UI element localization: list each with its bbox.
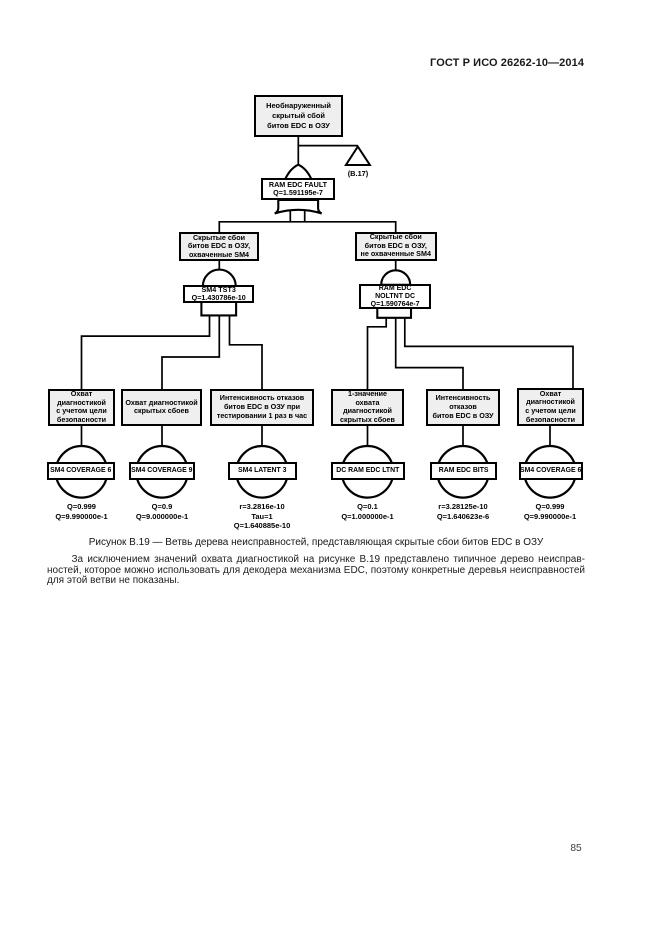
gate-name: SM4 TST3 (201, 284, 236, 294)
event-values: Q=0.999 Q=9.990000e-1 (490, 502, 610, 521)
event-value-line: Q=1.640623e-6 (436, 511, 490, 521)
event-label: SM4 LATENT 3 (238, 466, 287, 474)
branch-desc-line: охваченные SM4 (188, 249, 250, 259)
event-desc-box: Интенсивность отказов битов EDC в ОЗУ пр… (210, 388, 314, 426)
event-desc-line: с учетом цели (525, 406, 576, 415)
gate-ram-edc-fault-box: RAM EDC FAULT Q=1.591195e-7 (261, 178, 335, 201)
branch-desc-line: Скрытые сбои (192, 232, 246, 242)
running-header: ГОСТ Р ИСО 26262-10—2014 (430, 57, 585, 69)
gate-name: RAM EDC (378, 285, 412, 292)
event-desc-line: тестировании 1 раз в час (216, 410, 308, 420)
event-label: DC RAM EDC LTNT (336, 466, 400, 474)
event-value-line: Q=0.999 (535, 502, 565, 511)
event-desc-line: Охват диагностикой (125, 397, 198, 407)
transfer-triangle-icon (344, 144, 372, 166)
top-event-line: Необнаруженный (266, 101, 331, 110)
event-desc-line: Интенсивность (435, 393, 491, 403)
branch-desc-line: Скрытые сбои (369, 232, 422, 242)
event-label-box: SM4 LATENT 3 (227, 462, 297, 481)
connector-lines (80, 137, 574, 446)
event-value-line: Q=0.1 (357, 502, 378, 511)
event-desc-line: скрытых сбоев (340, 414, 395, 424)
and-gate-left-symbol (200, 268, 238, 317)
event-desc-line: диагностикой (57, 397, 106, 407)
gate-name: NOLTNT DC (375, 292, 416, 300)
gate-q-value: Q=1.590764e-7 (370, 300, 420, 308)
event-values: Q=0.999 Q=9.990000e-1 (22, 502, 142, 521)
and-gate-right-symbol (376, 269, 413, 319)
event-desc-line: с учетом цели (56, 406, 107, 416)
figure-caption: Рисунок В.19 — Ветвь дерева неисправност… (88, 536, 544, 548)
event-label: SM4 COVERAGE 6 (50, 466, 112, 474)
event-desc-line: битов EDC в ОЗУ (432, 410, 494, 420)
event-value-line: Tau=1 (251, 511, 273, 521)
event-label: SM4 COVERAGE 6 (520, 466, 582, 474)
gate-ram-edc-noltnt-dc-box: RAM EDC NOLTNT DC Q=1.590764e-7 (359, 284, 431, 310)
branch-uncovered-box: Скрытые сбои битов EDC в ОЗУ, не охвачен… (354, 231, 437, 261)
body-paragraph-line: для этой ветви не показаны. (47, 575, 180, 587)
event-label: RAM EDC BITS (438, 466, 489, 474)
transfer-reference-label: (В.17) (347, 168, 369, 178)
event-values: r=3.2816e-10 Tau=1 Q=1.640885e-10 (202, 502, 322, 531)
event-desc-box: Охват диагностикой с учетом цели безопас… (48, 388, 115, 426)
event-desc-line: безопасности (525, 414, 576, 424)
event-desc-box: Охват диагностикой скрытых сбоев (121, 388, 202, 426)
event-desc-line: Интенсивность отказов (219, 393, 305, 403)
event-desc-line: 1-значение (347, 389, 388, 399)
branch-desc-line: не охваченные SM4 (360, 249, 431, 259)
event-values: r=3.28125e-10 Q=1.640623e-6 (403, 502, 523, 521)
event-label-box: SM4 COVERAGE 6 (47, 462, 115, 481)
event-value-line: Q=1.000000e-1 (341, 511, 394, 521)
event-value-line: Q=9.000000e-1 (135, 511, 189, 521)
event-desc-line: охвата (355, 397, 380, 407)
body-paragraph-line: ностей, которое можно использовать для д… (47, 564, 585, 576)
gate-q-value: Q=1.430786e-10 (191, 293, 246, 303)
event-value-line: Q=9.990000e-1 (523, 511, 577, 521)
event-desc-line: Охват (70, 389, 93, 399)
event-desc-line: безопасности (56, 414, 107, 424)
event-desc-line: Охват (539, 388, 562, 398)
event-value-line: Q=0.999 (67, 502, 96, 511)
event-desc-line: диагностикой (343, 406, 392, 416)
event-label-box: RAM EDC BITS (430, 462, 497, 481)
branch-desc-line: битов EDC в ОЗУ, (364, 240, 427, 250)
event-desc-line: битов EDC в ОЗУ при (223, 401, 301, 411)
event-value-line: r=3.28125e-10 (438, 502, 488, 511)
event-value-line: Q=1.640885e-10 (233, 521, 291, 531)
event-value-line: Q=9.990000e-1 (55, 511, 108, 521)
event-desc-box: 1-значение охвата диагностикой скрытых с… (331, 388, 404, 426)
top-event-box: Необнаруженный скрытый сбой битов EDC в … (254, 95, 343, 137)
event-desc-line: диагностикой (526, 397, 575, 407)
branch-desc-line: битов EDC в ОЗУ, (187, 241, 251, 251)
event-label-box: DC RAM EDC LTNT (331, 462, 405, 481)
or-gate-symbol (274, 163, 323, 215)
event-desc-box: Охват диагностикой с учетом цели безопас… (517, 388, 584, 426)
event-desc-line: скрытых сбоев (134, 406, 189, 416)
gate-name: RAM EDC FAULT (268, 179, 328, 189)
event-value-line: r=3.2816e-10 (239, 502, 285, 511)
gate-q-value: Q=1.591195e-7 (273, 188, 323, 198)
branch-covered-box: Скрытые сбои битов EDC в ОЗУ, охваченные… (179, 232, 259, 261)
event-desc-line: отказов (449, 401, 477, 411)
top-event-line: битов EDC в ОЗУ (267, 121, 330, 130)
event-values: Q=0.1 Q=1.000000e-1 (308, 502, 428, 521)
page-number: 85 (570, 842, 582, 854)
event-values: Q=0.9 Q=9.000000e-1 (102, 502, 222, 521)
gate-sm4-tst3-box: SM4 TST3 Q=1.430786e-10 (183, 284, 255, 304)
body-paragraph-line: За исключением значений охвата диагности… (71, 554, 586, 565)
event-label-box: SM4 COVERAGE 6 (518, 462, 583, 481)
top-event-line: скрытый сбой (272, 111, 325, 120)
event-value-line: Q=0.9 (151, 502, 173, 511)
event-label: SM4 COVERAGE 9 (131, 466, 193, 474)
event-label-box: SM4 COVERAGE 9 (128, 462, 195, 481)
event-desc-box: Интенсивность отказов битов EDC в ОЗУ (426, 388, 500, 426)
